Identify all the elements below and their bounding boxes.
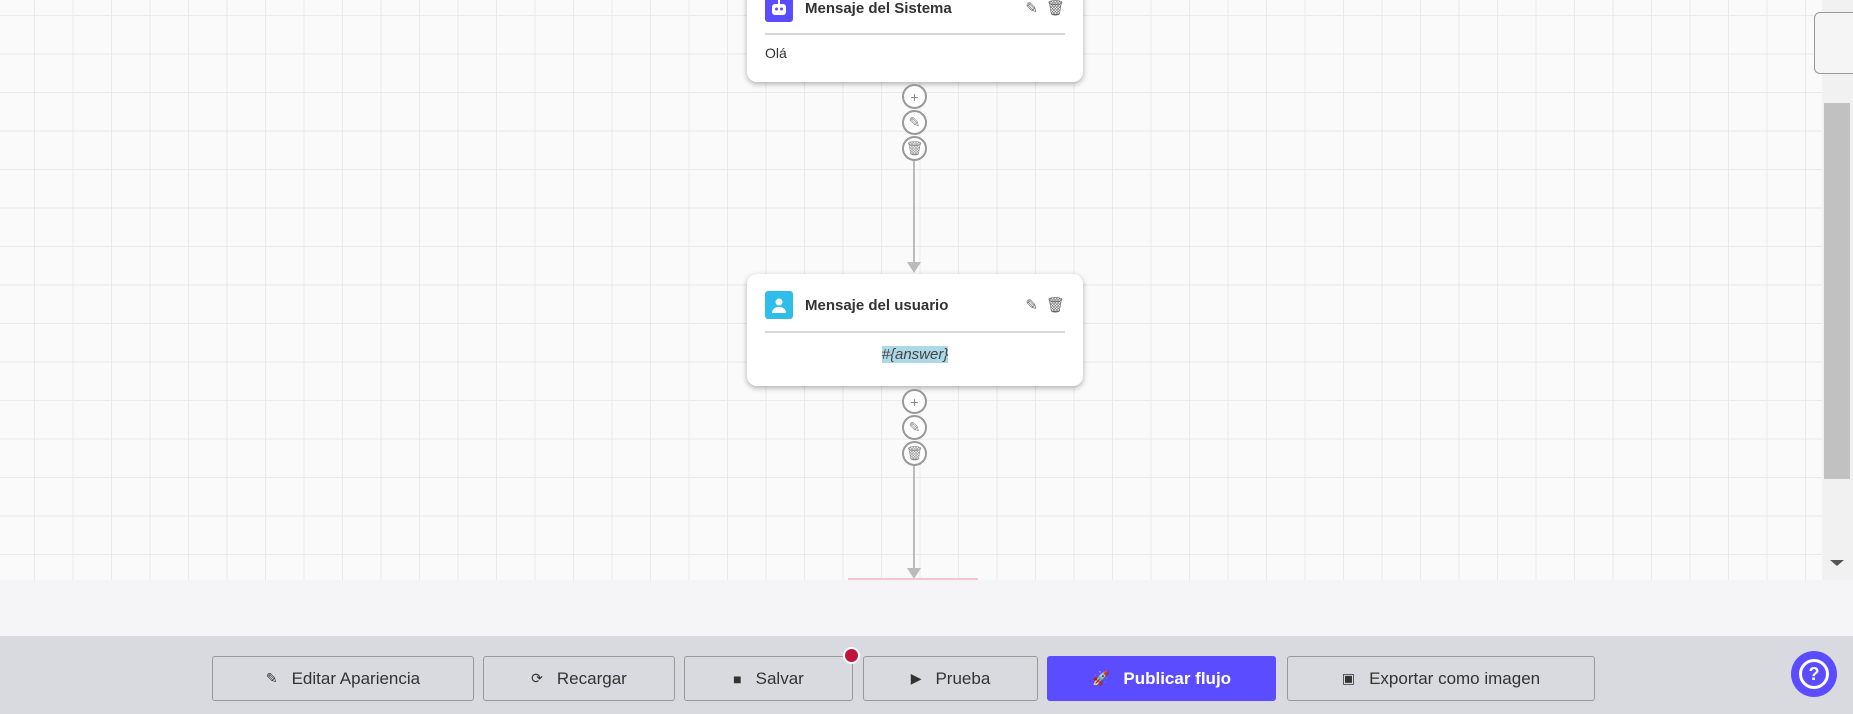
arrow-head [907, 568, 921, 579]
edit-icon: ✎ [265, 670, 278, 686]
rocket-icon: 🚀 [1091, 670, 1110, 686]
node-content: Olá [765, 45, 787, 61]
edit-connection-button[interactable]: ✎ [902, 415, 927, 440]
button-label: Editar Apariencia [291, 668, 421, 688]
scroll-down-arrow[interactable] [1830, 560, 1844, 566]
divider [765, 33, 1065, 35]
button-label: Publicar flujo [1123, 668, 1232, 688]
flow-canvas[interactable]: Mensaje del Sistema ✎ 🗑 Olá + ✎ 🗑 Mensaj… [0, 0, 1822, 580]
add-node-button[interactable]: + [902, 84, 927, 109]
button-label: Exportar como imagen [1369, 668, 1541, 688]
trash-icon[interactable]: 🗑 [1045, 297, 1065, 314]
help-button[interactable]: ? [1791, 651, 1837, 697]
refresh-icon: ⟳ [531, 670, 543, 686]
edit-connection-button[interactable]: ✎ [902, 110, 927, 135]
reload-button[interactable]: ⟳ Recargar [483, 656, 675, 701]
pencil-icon[interactable]: ✎ [1025, 0, 1038, 17]
publish-flow-button[interactable]: 🚀 Publicar flujo [1047, 656, 1276, 701]
minimap-panel[interactable] [1814, 12, 1853, 74]
question-icon: ? [1799, 659, 1829, 689]
save-button[interactable]: ■ Salvar [684, 656, 853, 701]
trash-icon[interactable]: 🗑 [1045, 0, 1065, 17]
divider [765, 331, 1065, 333]
export-image-button[interactable]: ▣ Exportar como imagen [1287, 656, 1595, 701]
node-system-message[interactable]: Mensaje del Sistema ✎ 🗑 Olá [747, 0, 1083, 82]
node-user-message[interactable]: Mensaje del usuario ✎ 🗑 #{answer} [747, 274, 1083, 386]
button-label: Salvar [755, 668, 804, 688]
floppy-icon: ■ [733, 670, 742, 687]
node-title: Mensaje del Sistema [805, 0, 952, 17]
user-icon [765, 291, 793, 319]
next-node-edge [848, 578, 978, 580]
connector-line [913, 466, 915, 570]
pencil-icon[interactable]: ✎ [1025, 297, 1038, 314]
arrow-head [907, 262, 921, 273]
unsaved-changes-dot [843, 647, 860, 664]
connector-line [913, 161, 915, 263]
scrollbar-thumb[interactable] [1824, 103, 1850, 479]
play-icon: ▶ [910, 670, 922, 686]
node-title: Mensaje del usuario [805, 296, 949, 314]
node-content: #{answer} [881, 346, 949, 363]
add-node-button[interactable]: + [902, 389, 927, 414]
button-label: Prueba [935, 668, 991, 688]
delete-connection-button[interactable]: 🗑 [902, 136, 927, 161]
button-label: Recargar [556, 668, 627, 688]
image-icon: ▣ [1341, 670, 1356, 686]
edit-appearance-button[interactable]: ✎ Editar Apariencia [212, 656, 474, 701]
test-button[interactable]: ▶ Prueba [863, 656, 1038, 701]
delete-connection-button[interactable]: 🗑 [902, 441, 927, 466]
robot-icon [765, 0, 793, 22]
